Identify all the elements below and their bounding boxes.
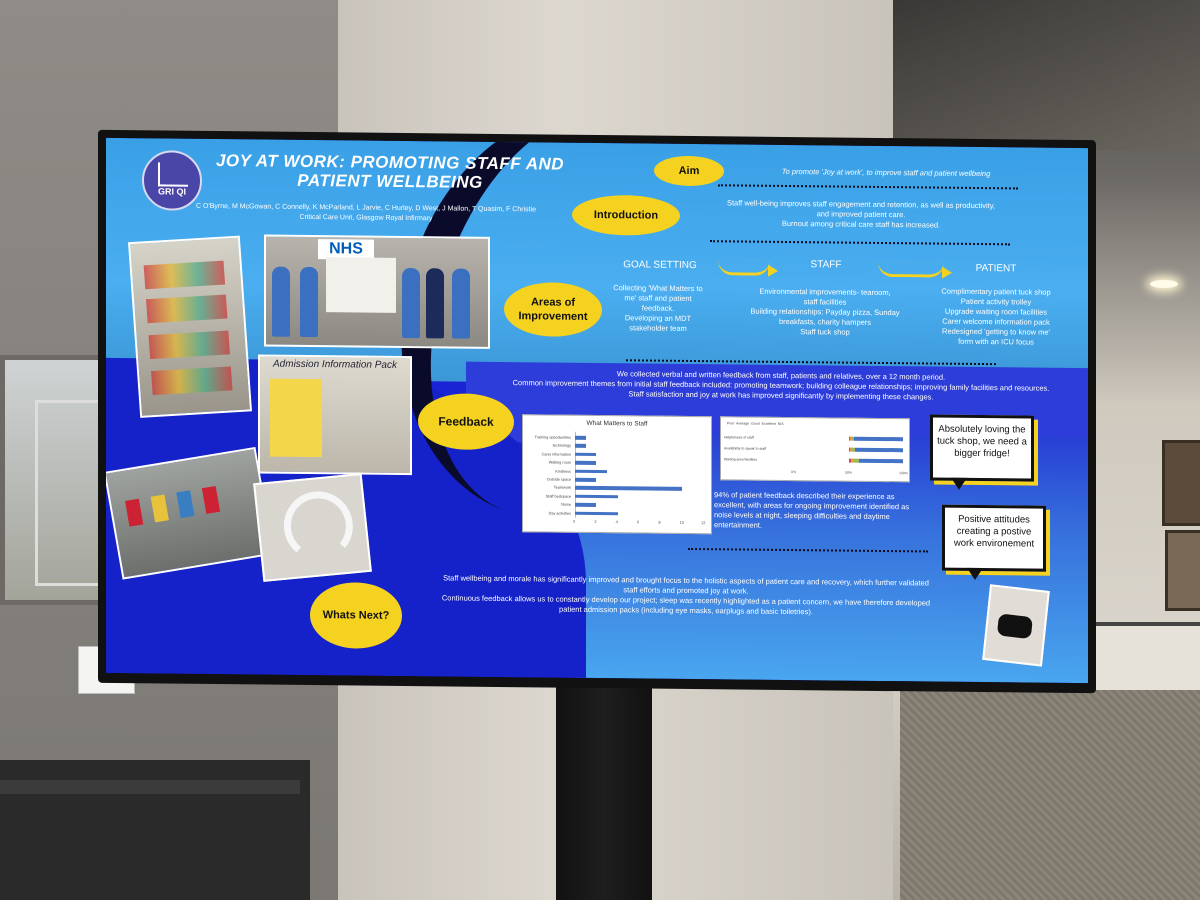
category-label: Teamwork	[553, 485, 571, 491]
category-label: Day activities	[548, 511, 571, 516]
bar	[575, 502, 597, 507]
ledge	[0, 780, 300, 794]
patient-text: Complimentary patient tuck shop Patient …	[936, 287, 1056, 348]
chart-row: Day activities	[523, 509, 711, 519]
photo-admission-pack: Admission Information Pack	[258, 354, 412, 476]
tick-label: 0	[573, 518, 576, 524]
tick-label: 6	[637, 519, 640, 525]
tick-label: 0%	[791, 470, 797, 475]
aim-label: Aim	[654, 155, 724, 187]
tick-label: 4	[615, 519, 618, 525]
bar	[575, 452, 597, 457]
ceiling-light	[1150, 280, 1178, 288]
bar	[575, 444, 586, 448]
staff-text: Environmental improvements- tearoom, sta…	[742, 287, 908, 339]
wall-painting-2	[1165, 530, 1200, 611]
bar	[575, 486, 682, 491]
poster-title: JOY AT WORK: PROMOTING STAFF AND PATIENT…	[215, 151, 565, 192]
bar	[575, 469, 607, 474]
patient-feedback-text: 94% of patient feedback described their …	[714, 490, 910, 530]
bar	[575, 435, 586, 440]
introduction-text: Staff well-being improves staff engageme…	[696, 198, 1026, 231]
legend-good: Good	[751, 421, 760, 426]
photo-staff-group: NHS	[264, 234, 490, 349]
category-label: Outside space	[546, 477, 571, 482]
goal-setting-text: Collecting 'What Matters to me' staff an…	[608, 283, 708, 334]
staff-line: Staff tuck shop	[800, 327, 850, 337]
logo-text: GRI QI	[157, 186, 186, 197]
staff-heading: STAFF	[810, 259, 842, 271]
tick-label: 12	[701, 520, 706, 526]
arrowhead-icon	[942, 266, 952, 279]
quote-bubble-tuck-shop: Absolutely loving the tuck shop, we need…	[930, 414, 1034, 482]
goal-setting-heading: GOAL SETTING	[623, 259, 697, 272]
tv-display: GRI QI JOY AT WORK: PROMOTING STAFF AND …	[98, 129, 1096, 694]
bar	[575, 511, 618, 516]
category-label: Carer information	[541, 452, 571, 457]
poster-screen: GRI QI JOY AT WORK: PROMOTING STAFF AND …	[106, 137, 1088, 684]
tick-label: 2	[594, 518, 597, 524]
patient-line: Complimentary patient tuck shop	[941, 286, 1051, 297]
goal-line: Collecting 'What Matters to	[613, 283, 703, 294]
wall-painting	[1162, 440, 1200, 526]
tick-label: 8	[658, 519, 661, 525]
patient-feedback-chart: Poor Average Good Excellent N/A Helpfuln…	[720, 416, 910, 483]
category-label: Noise	[561, 502, 571, 507]
arrow-goal-to-staff	[718, 260, 770, 276]
what-matters-chart: What Matters to Staff Training opportuni…	[522, 414, 712, 535]
quote-bubble-positive: Positive attitudes creating a postive wo…	[942, 504, 1046, 572]
legend-na: N/A	[777, 421, 784, 426]
arrowhead-icon	[768, 264, 778, 277]
bar	[575, 494, 618, 499]
category-label: Helpfulness of staff	[724, 435, 754, 440]
legend-poor: Poor	[727, 421, 735, 426]
ceiling	[893, 0, 1200, 150]
photo-eye-mask	[982, 584, 1050, 667]
tick-label: 10	[679, 519, 685, 525]
category-label: Waiting area facilities	[724, 457, 757, 462]
chart-title: What Matters to Staff	[586, 419, 648, 428]
bar-segment	[854, 436, 903, 442]
whats-next-text: Staff wellbeing and morale has significa…	[416, 573, 956, 619]
chart-row: Availability to speak to staff	[721, 444, 909, 454]
carpet-floor	[900, 690, 1200, 900]
patient-line: form with an ICU focus	[958, 336, 1034, 347]
category-label: Staff bedspace	[545, 494, 571, 499]
chart-legend: Poor Average Good Excellent N/A	[727, 421, 784, 426]
admission-pack-header: Admission Information Pack	[273, 358, 397, 371]
whats-next-label: Whats Next?	[310, 581, 402, 649]
goal-line: stakeholder team	[629, 323, 687, 333]
authors: C O'Byrne, M McGowan, C Connelly, K McPa…	[176, 202, 556, 226]
tick-label: 100%	[899, 471, 908, 476]
patient-line: Redesigned 'getting to know me'	[942, 326, 1050, 337]
areas-of-improvement-label: Areas of Improvement	[504, 282, 602, 338]
category-label: technology	[552, 443, 571, 449]
bar-segment	[858, 458, 903, 464]
category-label: Training opportunities	[534, 435, 571, 440]
bar	[575, 460, 597, 465]
category-label: Waiting room	[548, 460, 571, 465]
chart-row: Waiting area facilities	[721, 455, 909, 465]
feedback-label: Feedback	[418, 393, 514, 451]
tv-stand	[556, 683, 652, 900]
bar	[575, 477, 597, 482]
patient-heading: PATIENT	[975, 262, 1017, 275]
bar-segment	[855, 447, 903, 453]
photo-activity-trolley	[127, 235, 253, 418]
category-label: Availability to speak to staff	[724, 446, 767, 451]
chart-icon	[158, 162, 188, 187]
legend-average: Average	[736, 421, 750, 426]
legend-excellent: Excellent	[761, 421, 776, 426]
category-label: Kindness	[555, 469, 571, 474]
feedback-text: We collected verbal and written feedback…	[486, 368, 1076, 404]
photo-headphones	[253, 473, 372, 582]
tick-label: 50%	[845, 470, 853, 475]
chart-row: Helpfulness of staff	[721, 433, 909, 443]
arrow-staff-to-patient	[878, 261, 944, 278]
